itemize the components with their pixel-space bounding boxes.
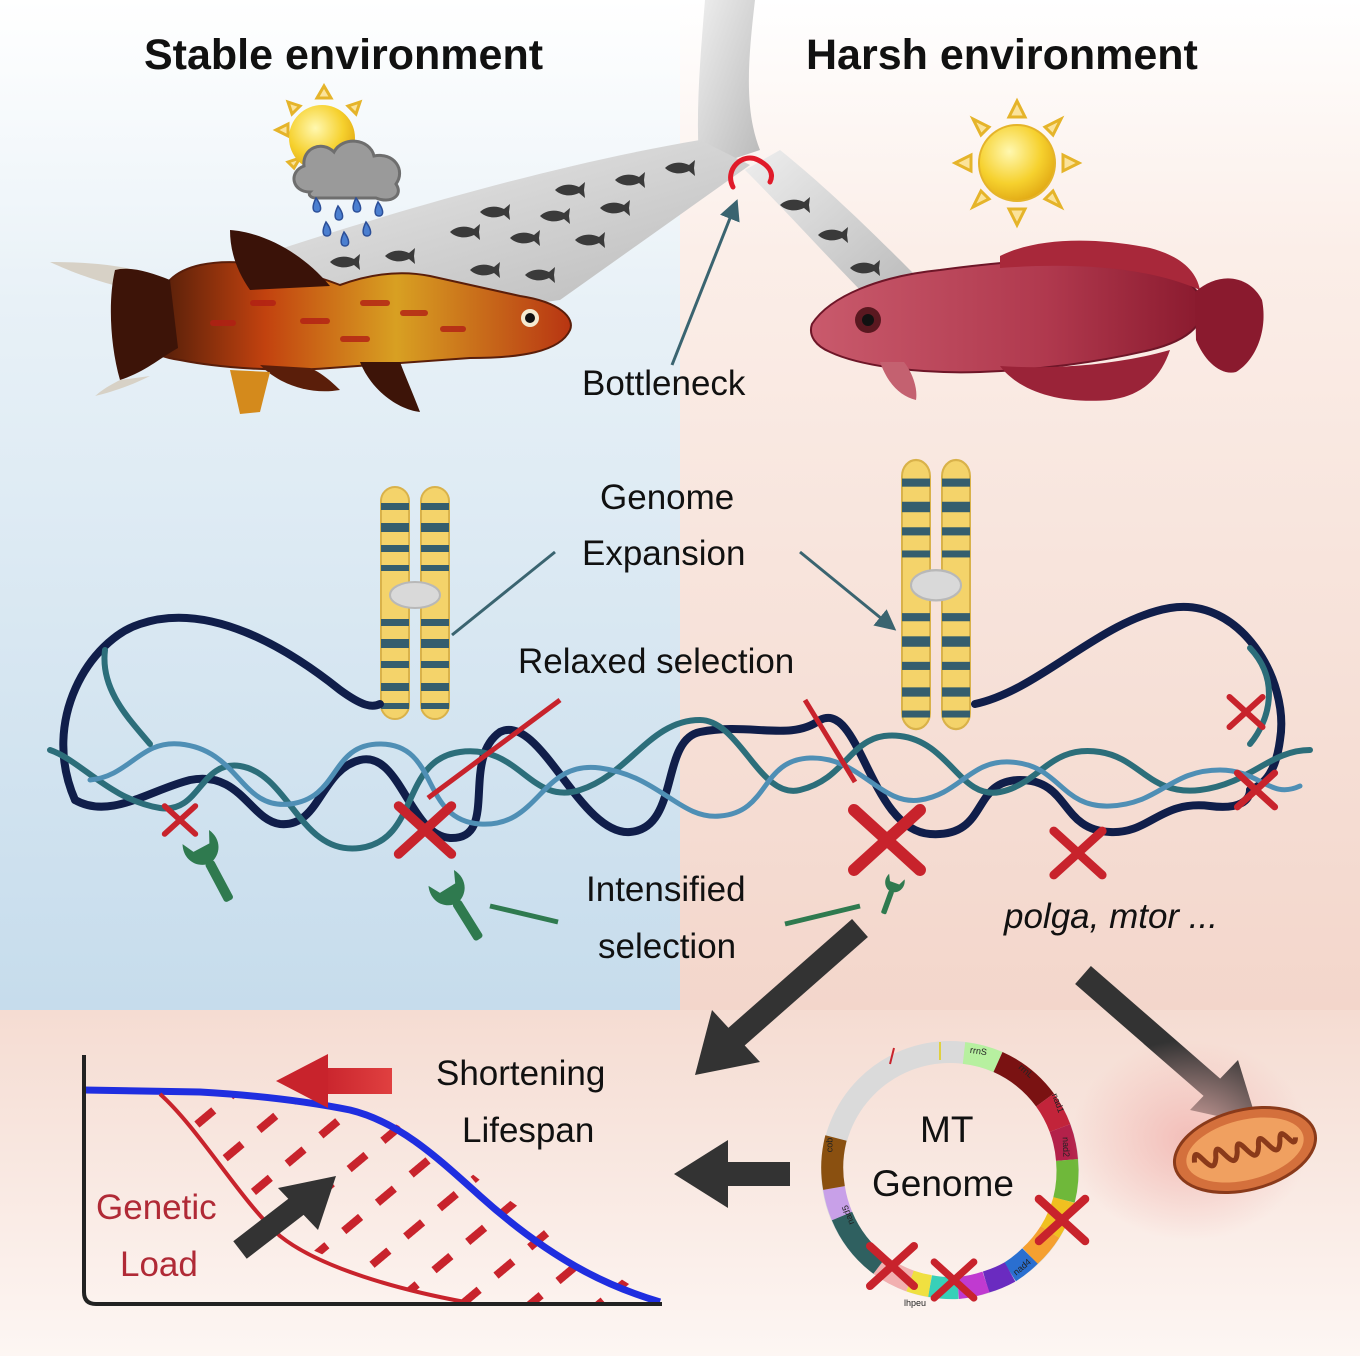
gene-names-label: polga, mtor ... (1004, 897, 1218, 936)
stable-fish (50, 230, 572, 414)
shortening-lifespan-label-line1: Shortening (436, 1054, 606, 1093)
mt-gene-label: cob (824, 1137, 835, 1153)
genome-expansion-label-line2: Expansion (582, 534, 746, 573)
genetic-load-area (160, 1094, 660, 1302)
harsh-environment-title: Harsh environment (806, 31, 1198, 79)
genome-expansion-label-line1: Genome (600, 478, 735, 517)
mt-genome-label-line2: Genome (872, 1163, 1014, 1204)
mt-gene-label: lhpeu (904, 1298, 927, 1308)
arrow-mt-to-lifespan (674, 1140, 790, 1208)
dna-strands (47, 602, 1313, 852)
sun-cloud-rain-icon (272, 83, 402, 247)
mt-genome-ring (821, 1041, 1085, 1298)
intensified-selection-label-line1: Intensified (586, 870, 746, 909)
reduced-survival-curve (158, 1092, 466, 1304)
mt-genome-label-line1: MT (920, 1109, 974, 1150)
plot-axes (82, 1055, 662, 1306)
relaxed-line-left (426, 697, 562, 801)
survival-curve (83, 1086, 662, 1306)
expansion-arrow (799, 550, 897, 631)
mitochondrion-icon (1172, 1105, 1318, 1195)
expansion-line (451, 550, 556, 637)
intensified-line-right (784, 903, 861, 927)
relaxed-line-right (802, 698, 858, 784)
harsh-fish (810, 240, 1264, 401)
arrow-to-lifespan (695, 918, 868, 1075)
intensified-selection-label-line2: selection (598, 927, 737, 966)
bottleneck-mark (728, 155, 774, 190)
stable-environment-title: Stable environment (144, 31, 544, 79)
lifespan-plot (82, 1054, 662, 1306)
relaxed-selection-label: Relaxed selection (518, 642, 795, 681)
intensified-line-left (489, 903, 559, 925)
load-arrow (233, 1176, 336, 1259)
shortening-lifespan-label-line2: Lifespan (462, 1111, 595, 1150)
red-arrow (276, 1054, 392, 1108)
genetic-load-label-line2: Load (120, 1245, 198, 1284)
sun-icon (951, 97, 1083, 229)
bottleneck-label: Bottleneck (582, 364, 746, 403)
bottleneck-arrow (670, 199, 740, 366)
mt-gene-label: nad2 (1060, 1136, 1072, 1158)
genetic-load-label-line1: Genetic (96, 1188, 217, 1227)
mt-gene-label: rrnS (969, 1044, 988, 1058)
